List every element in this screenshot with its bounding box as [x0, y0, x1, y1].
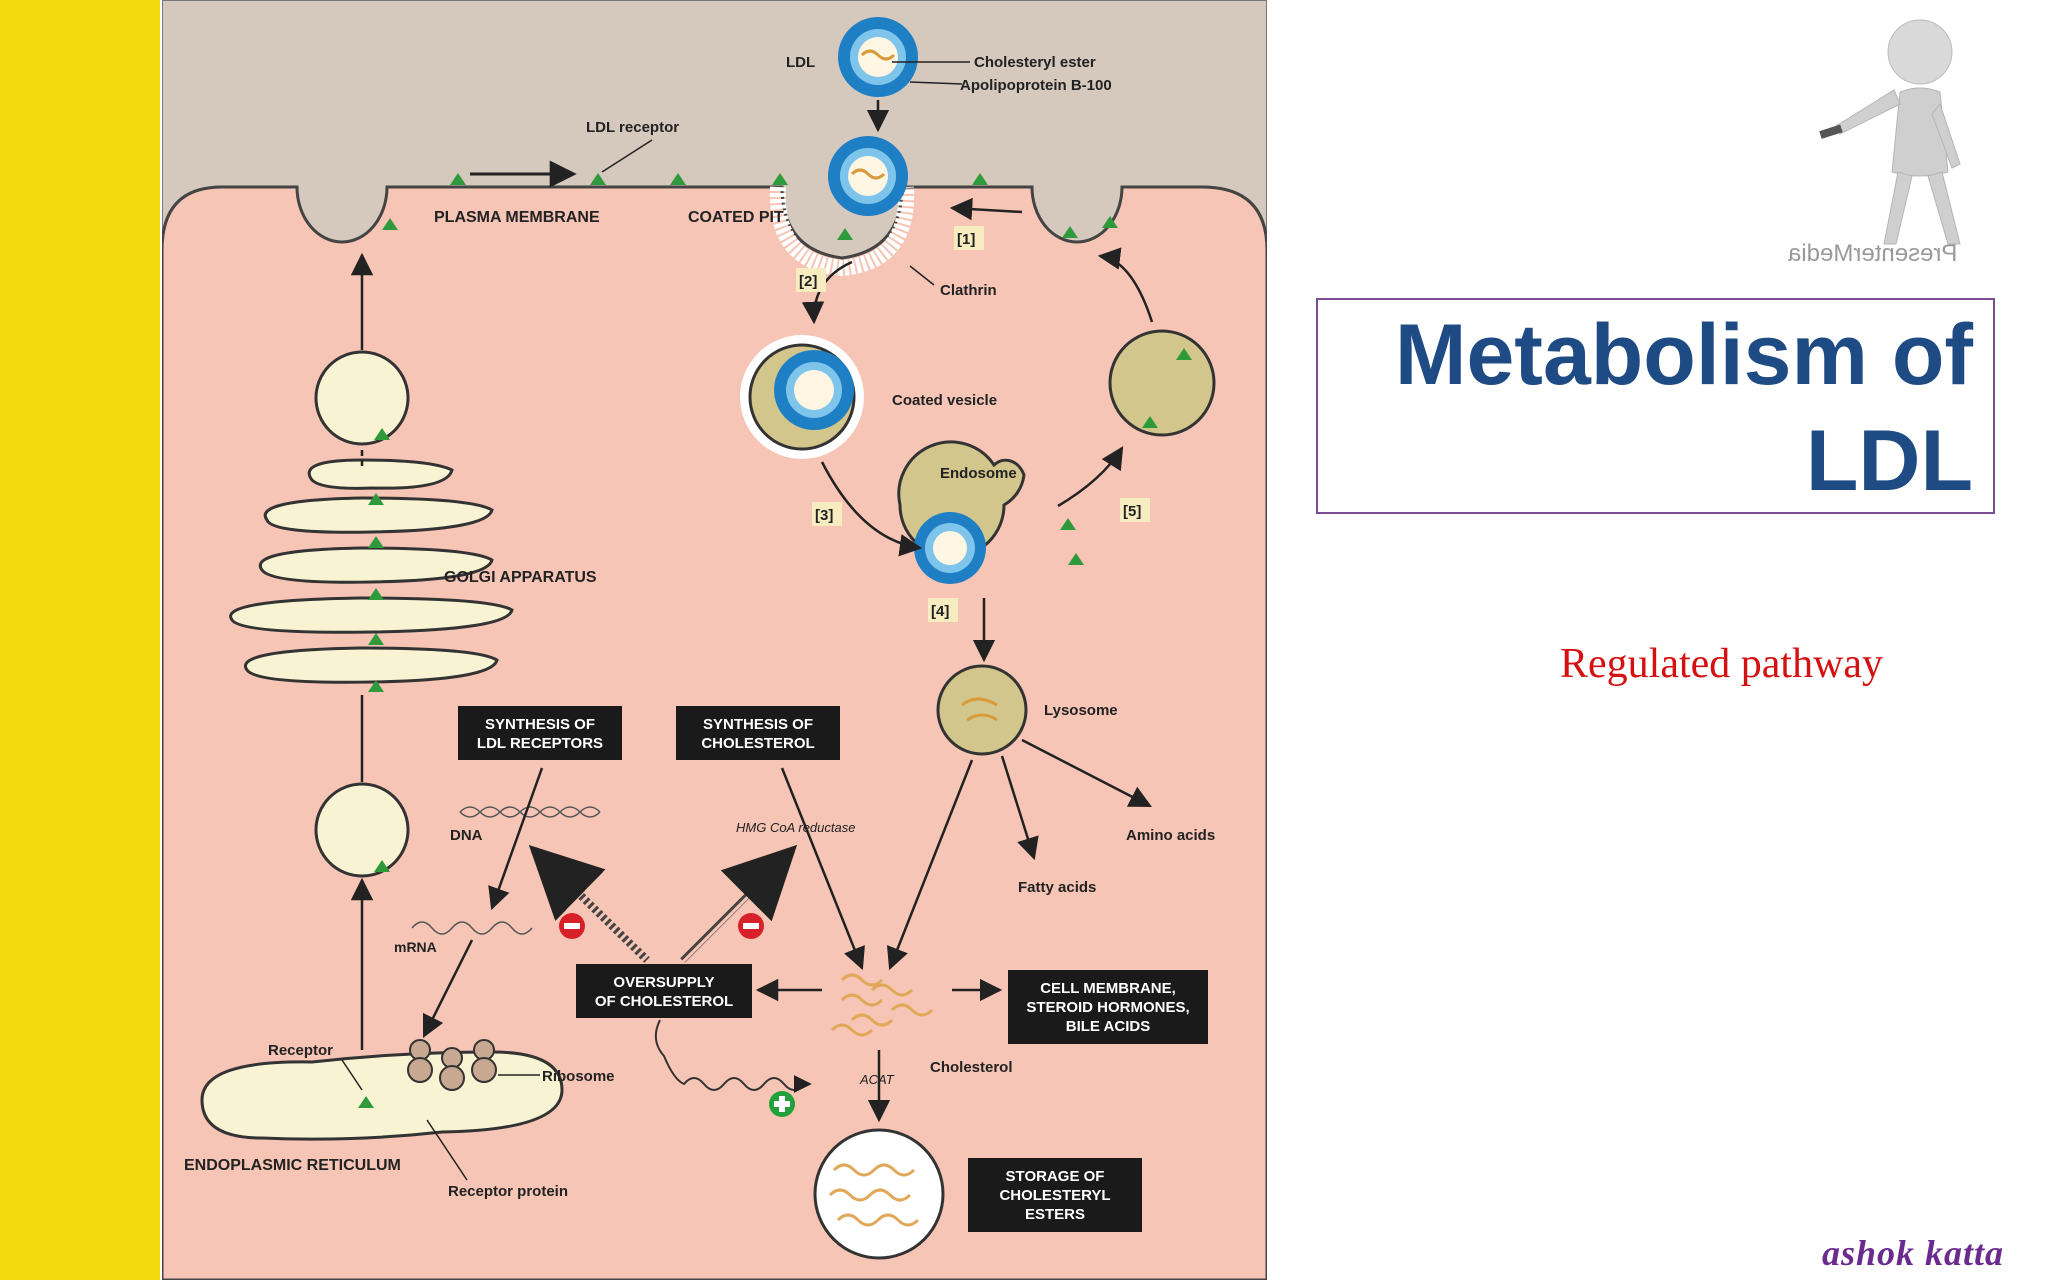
box-synth-cholesterol-line2: CHOLESTEROL — [701, 735, 814, 752]
label-dna: DNA — [450, 827, 483, 844]
leader-receptor — [341, 1059, 363, 1091]
label-ldl: LDL — [786, 54, 815, 71]
inhibit-minus-2 — [743, 923, 759, 929]
arrow-to-fatty-acids — [1000, 755, 1039, 861]
storage-droplet — [813, 1128, 945, 1260]
step-tags — [796, 226, 1150, 622]
box-cell-membrane-line2: STEROID HORMONES, — [1026, 999, 1189, 1016]
membrane-receptors — [382, 173, 1118, 240]
label-clathrin: Clathrin — [940, 282, 997, 299]
arrow-step-1 — [949, 197, 1023, 221]
label-plasma-membrane: PLASMA MEMBRANE — [434, 209, 600, 226]
author-signature: ashok katta — [1822, 1233, 2005, 1273]
inhibit-arrow-hmg — [679, 844, 798, 963]
label-receptor: Receptor — [268, 1042, 333, 1059]
step-3: [3] — [815, 507, 833, 524]
presentermedia-watermark: PresenterMedia — [1788, 240, 1958, 267]
label-endoplasmic-reticulum: ENDOPLASMIC RETICULUM — [184, 1157, 401, 1174]
label-cholesterol: Cholesterol — [930, 1059, 1013, 1076]
label-fatty-acids: Fatty acids — [1018, 879, 1096, 896]
lysosome — [936, 664, 1028, 756]
box-oversupply — [576, 964, 752, 1018]
label-acat: ACAT — [859, 1072, 895, 1087]
label-coated-pit: COATED PIT — [688, 209, 784, 226]
label-hmg: HMG CoA reductase — [736, 820, 855, 835]
leader-apolipoprotein — [909, 81, 963, 85]
box-synthesis-cholesterol — [676, 706, 840, 760]
box-synth-receptors-line2: LDL RECEPTORS — [477, 735, 603, 752]
arrow-synth-cholesterol — [780, 767, 865, 971]
ribosomes — [407, 1039, 497, 1091]
leader-receptor-protein — [426, 1119, 468, 1181]
dna-helix — [459, 806, 601, 818]
activate-acat-line — [654, 1019, 812, 1093]
label-golgi: GOLGI APPARATUS — [444, 569, 597, 586]
label-mrna: mRNA — [394, 939, 437, 955]
recycling-vesicle — [1108, 329, 1216, 437]
box-storage-line1: STORAGE OF — [1006, 1168, 1105, 1185]
box-oversupply-line2: OF CHOLESTEROL — [595, 993, 733, 1010]
ldl-in-pit — [828, 136, 908, 216]
arrow-to-cholesterol — [886, 759, 974, 971]
step-5: [5] — [1123, 503, 1141, 520]
leader-ldl-receptor — [601, 139, 653, 173]
box-storage-line3: ESTERS — [1025, 1206, 1085, 1223]
label-lysosome: Lysosome — [1044, 702, 1118, 719]
leader-clathrin — [909, 265, 935, 286]
arrow-mrna-ribosome — [422, 939, 474, 1039]
slide-subtitle: Regulated pathway — [1560, 641, 1884, 687]
box-synth-receptors-line1: SYNTHESIS OF — [485, 716, 595, 733]
slide-title: Metabolism of LDL — [1394, 307, 1973, 509]
arrow-synth-receptors — [488, 767, 544, 911]
label-receptor-protein: Receptor protein — [448, 1183, 568, 1200]
label-ldl-receptor: LDL receptor — [586, 119, 679, 136]
box-cell-membrane-line3: BILE ACIDS — [1066, 1018, 1150, 1035]
mrna-strand — [411, 921, 533, 935]
endosome — [897, 440, 1084, 584]
label-ribosome: Ribosome — [542, 1068, 615, 1085]
arrow-step-5 — [1057, 446, 1124, 508]
pointing-figure-icon — [1819, 19, 1961, 245]
box-storage-line2: CHOLESTERYL — [999, 1187, 1110, 1204]
step-1: [1] — [957, 231, 975, 248]
label-amino-acids: Amino acids — [1126, 827, 1215, 844]
step-2: [2] — [799, 273, 817, 290]
inhibit-arrow-dna — [528, 844, 650, 963]
ldl-metabolism-diagram: LDL Cholesteryl ester Apolipoprotein B-1… — [162, 0, 1267, 1280]
box-synth-cholesterol-line1: SYNTHESIS OF — [703, 716, 813, 733]
arrow-step-3 — [820, 461, 923, 557]
coated-vesicle — [740, 335, 864, 459]
title-box: Metabolism of LDL — [1316, 298, 1995, 514]
cholesterol-pool — [830, 973, 934, 1037]
label-cholesteryl-ester: Cholesteryl ester — [974, 54, 1096, 71]
inhibit-minus-1 — [564, 923, 580, 929]
label-coated-vesicle: Coated vesicle — [892, 392, 997, 409]
label-endosome: Endosome — [940, 465, 1017, 482]
box-storage — [968, 1158, 1142, 1232]
arrow-to-amino-acids — [1021, 738, 1152, 808]
box-synthesis-receptors — [458, 706, 622, 760]
activate-plus-v — [779, 1096, 785, 1112]
golgi-receptors — [358, 428, 390, 1108]
arrow-return — [1097, 247, 1154, 323]
step-4: [4] — [931, 603, 949, 620]
box-oversupply-line1: OVERSUPPLY — [613, 974, 714, 991]
box-cell-membrane-line1: CELL MEMBRANE, — [1040, 980, 1176, 997]
yellow-side-bar — [0, 0, 160, 1280]
ldl-particle — [838, 17, 918, 97]
label-apolipoprotein: Apolipoprotein B-100 — [960, 77, 1112, 94]
box-cell-membrane — [1008, 970, 1208, 1044]
